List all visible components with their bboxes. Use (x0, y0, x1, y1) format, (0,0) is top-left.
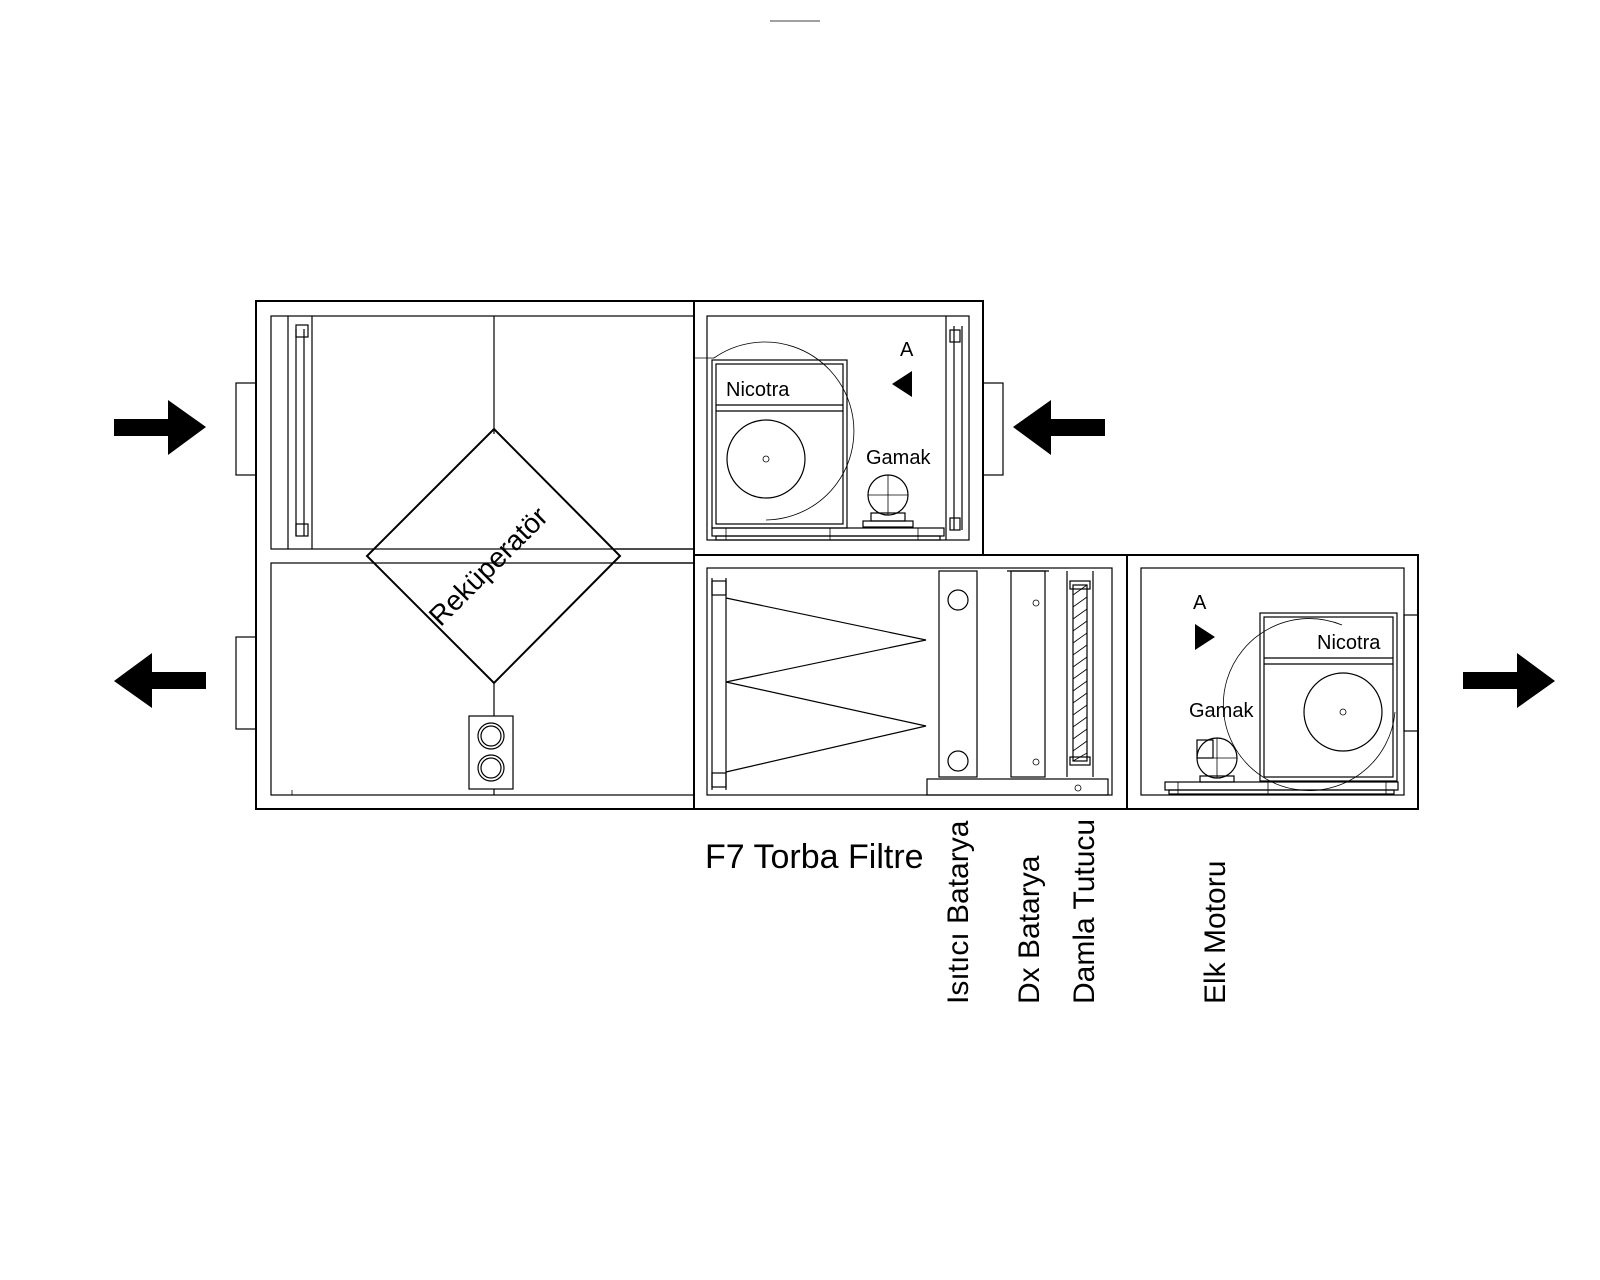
bottom-fan-section: Nicotra Gamak A (1126, 554, 1419, 810)
filter-coil-casing-inner (706, 567, 1113, 796)
bottom-fan-scroll (1222, 618, 1396, 791)
top-section-mark: A (900, 339, 914, 361)
top-fan-motor (862, 474, 914, 528)
heating-coil (938, 570, 978, 778)
electric-motor-label: Elk Motoru (1199, 861, 1232, 1004)
airflow-arrows (114, 400, 1555, 708)
bag-filter-label: F7 Torba Filtre (705, 838, 924, 876)
return-air-in-arrow (1013, 400, 1105, 455)
bottom-fan-motor-label: Gamak (1189, 700, 1254, 722)
heating-coil-label: Isıtıcı Batarya (942, 820, 975, 1004)
recuperator-lower-chamber (270, 562, 695, 796)
filter-coil-casing-outer (693, 554, 1128, 810)
bottom-fan-casing-outer (1126, 554, 1419, 810)
top-filter-frame (945, 316, 963, 540)
top-fan-inlet-connection (982, 382, 1004, 476)
drain-tray (926, 778, 1109, 796)
top-fan-brand-label: Nicotra (726, 379, 790, 401)
bypass-damper (468, 715, 514, 790)
pre-filter-frame (287, 316, 313, 549)
exhaust-air-outlet-connection (235, 636, 257, 730)
top-fan-motor-label: Gamak (866, 447, 931, 469)
bottom-fan-brand-label: Nicotra (1317, 632, 1381, 654)
recuperator-unit: Reküperatör (235, 300, 695, 810)
top-fan-scroll (694, 341, 855, 521)
top-fan-casing-outer (693, 300, 984, 556)
fresh-air-inlet-connection (235, 382, 257, 476)
supply-air-outlet-connection (1403, 614, 1419, 732)
bottom-fan-motor (1196, 737, 1238, 783)
bottom-section-arrow (1195, 624, 1215, 650)
top-fan-section: Nicotra Gamak A (693, 300, 1004, 556)
recuperator-heat-exchanger (365, 427, 622, 685)
top-fan-impeller (726, 419, 806, 499)
bottom-fan-impeller (1303, 672, 1383, 752)
recuperator-casing-outer (255, 300, 695, 810)
bottom-fan-casing-inner (1140, 567, 1405, 796)
drop-eliminator (1066, 571, 1094, 777)
recuperator-upper-chamber (270, 315, 695, 550)
bottom-section-mark: A (1193, 592, 1207, 614)
filter-coil-section (693, 554, 1128, 810)
component-labels: F7 Torba Filtre Isıtıcı Batarya Dx Batar… (705, 819, 1232, 1004)
dx-coil (1007, 570, 1049, 778)
fresh-air-in-arrow (114, 400, 206, 455)
top-fan-casing-inner (706, 315, 970, 541)
bag-filter (711, 578, 927, 790)
supply-air-out-arrow (1463, 653, 1555, 708)
exhaust-out-arrow (114, 653, 206, 708)
dx-coil-label: Dx Batarya (1013, 855, 1046, 1004)
bottom-fan-housing (1259, 612, 1398, 782)
recuperator-label: Reküperatör (423, 501, 554, 632)
drop-eliminator-label: Damla Tutucu (1068, 819, 1101, 1004)
top-section-arrow (892, 371, 912, 397)
